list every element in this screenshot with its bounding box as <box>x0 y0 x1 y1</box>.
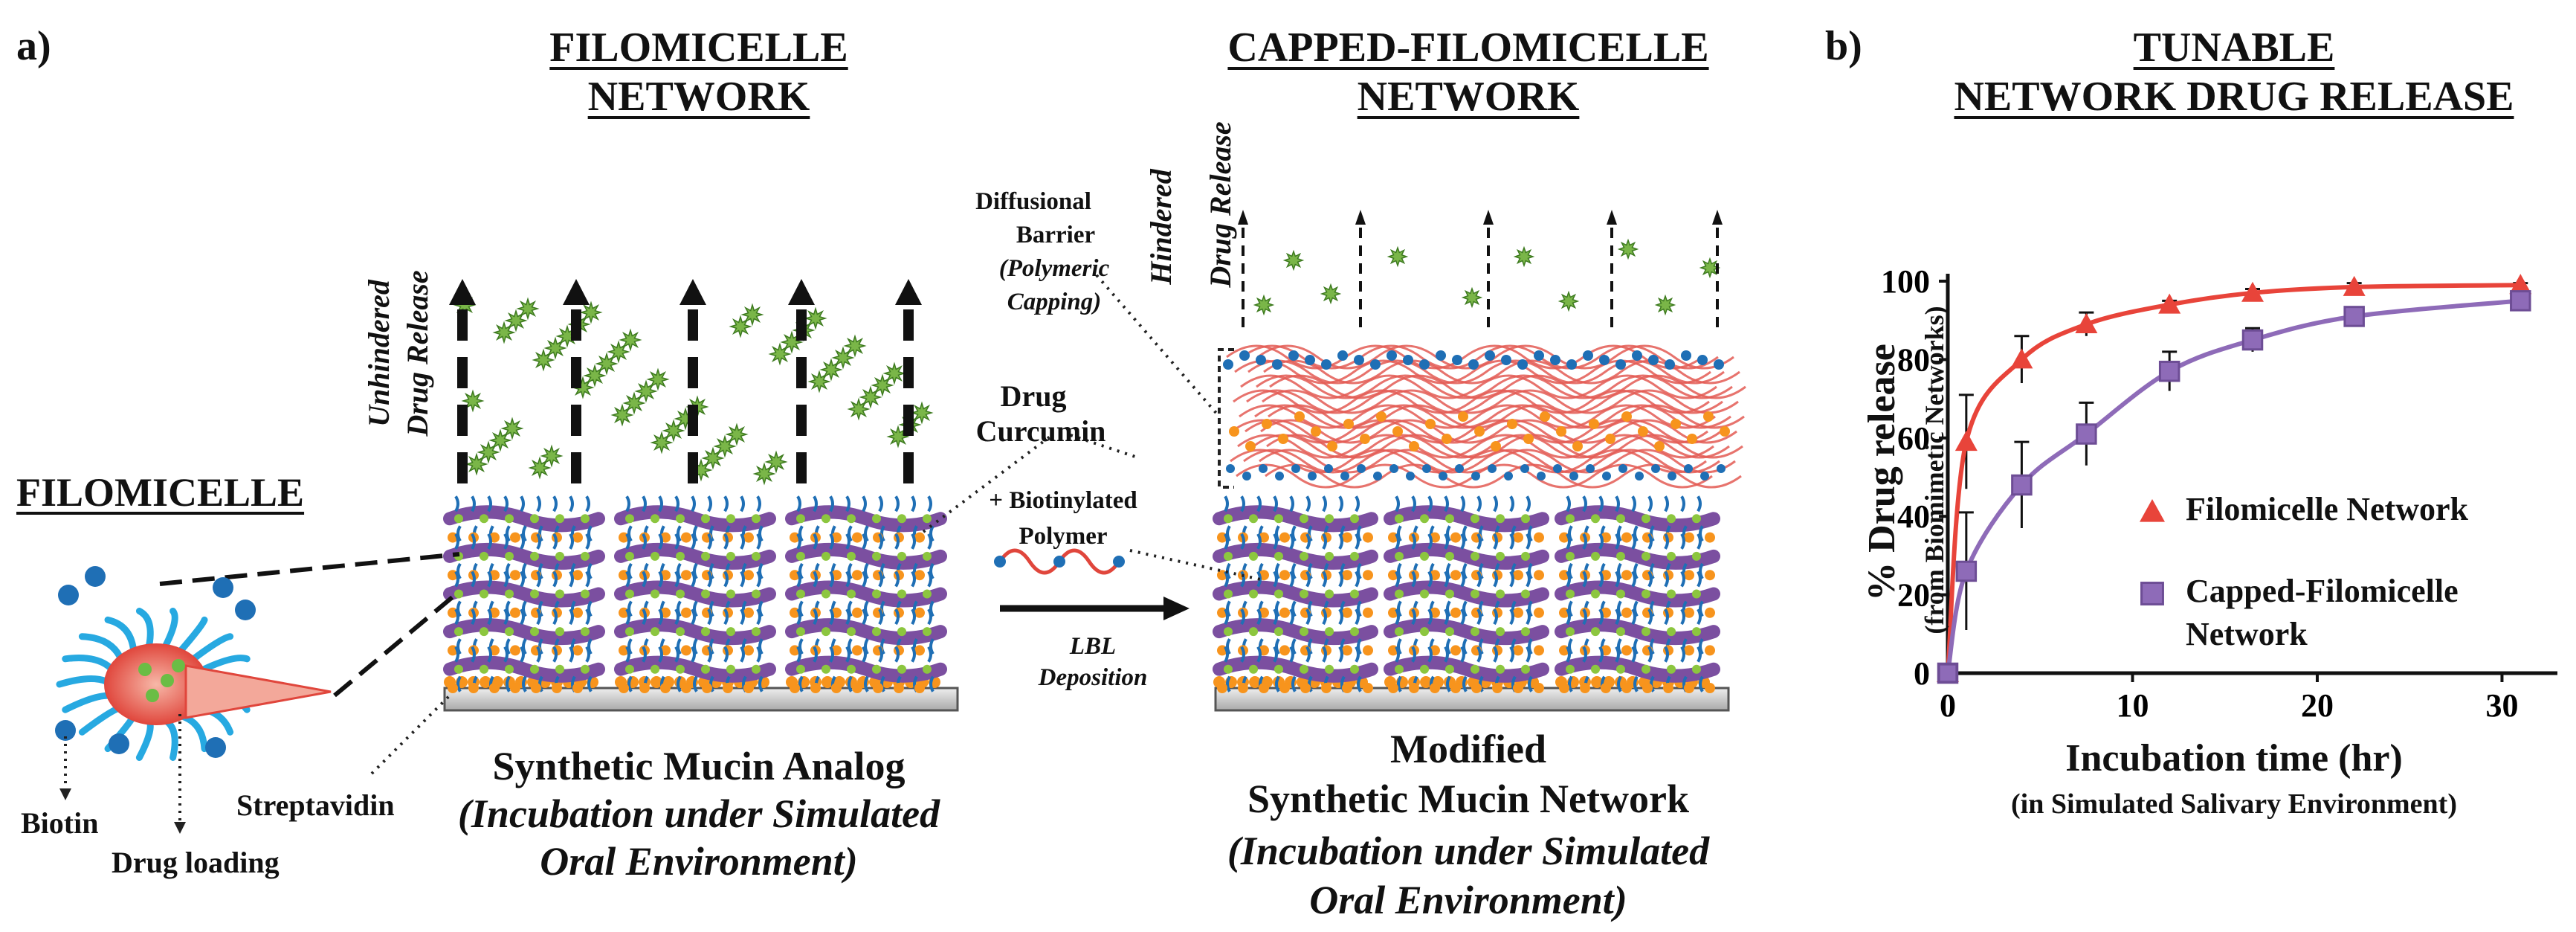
hindered-release-arrows <box>1238 210 1723 327</box>
data-point-series-0 <box>2241 281 2264 302</box>
barrier-label-4: Capping) <box>1007 289 1102 315</box>
chart-series <box>1937 274 2532 684</box>
capped-network-title-2: NETWORK <box>1357 74 1580 120</box>
data-point-series-1 <box>2011 474 2033 496</box>
polymeric-capping-layer <box>1223 344 1746 489</box>
lbl-arrow-head <box>1163 597 1189 620</box>
y-tick-label: 80 <box>1897 341 1930 378</box>
chart-title-2: NETWORK DRUG RELEASE <box>1954 74 2514 120</box>
data-point-series-1 <box>2343 306 2365 327</box>
zoom-line-top <box>159 552 460 586</box>
pointer-barrier <box>1095 274 1221 418</box>
lbl-label-1: LBL <box>1069 633 1117 660</box>
panel-b-label: b) <box>1825 23 1862 69</box>
filomicelle-network-layers <box>443 495 947 693</box>
y-axis-sublabel: (from Biomimetic Networks) <box>1920 306 1949 634</box>
data-point-series-1 <box>2510 290 2531 312</box>
data-point-origin <box>1937 663 1958 684</box>
y-tick-label: 20 <box>1897 577 1930 614</box>
biotin-label: Biotin <box>21 806 99 840</box>
modified-title-2: Synthetic Mucin Network <box>1247 777 1689 821</box>
drug-star-icons-right <box>1253 238 1721 316</box>
panel-a-label: a) <box>16 23 51 69</box>
biotinylated-label-1: + Biotinylated <box>989 487 1137 514</box>
unhindered-release-arrows <box>449 279 922 483</box>
data-point-series-0 <box>1954 431 1978 451</box>
analog-title: Synthetic Mucin Analog <box>492 744 906 788</box>
chart-axes: 0 10 20 30 0 20 40 60 80 100 <box>1881 263 2557 724</box>
barrier-label-3: (Polymeric <box>998 255 1110 282</box>
data-point-series-0 <box>2343 275 2366 296</box>
x-tick-label: 30 <box>2485 687 2518 724</box>
legend-marker-filomicelle <box>2140 499 2165 522</box>
data-point-series-0 <box>2075 312 2098 333</box>
filomicelle-network-title-1: FILOMICELLE <box>549 25 848 71</box>
x-axis-label: Incubation time (hr) <box>2065 737 2403 780</box>
modified-sub-2: Oral Environment) <box>1309 878 1627 922</box>
data-point-series-1 <box>2241 329 2264 351</box>
modified-sub-1: (Incubation under Simulated <box>1227 829 1710 873</box>
lbl-label-2: Deposition <box>1038 664 1148 691</box>
data-point-series-1 <box>1955 560 1978 582</box>
pointer-drug-right <box>1070 434 1138 459</box>
analog-sub-1: (Incubation under Simulated <box>457 791 940 836</box>
capped-network-layers <box>1213 495 1720 693</box>
legend-marker-capped <box>2140 582 2164 605</box>
modified-title-1: Modified <box>1390 727 1546 771</box>
pointer-biotin-head <box>59 788 71 800</box>
biotinylated-label-2: Polymer <box>1019 523 1108 550</box>
legend-capped-1: Capped-Filomicelle <box>2186 573 2459 609</box>
zoom-line-bottom <box>333 589 461 698</box>
data-point-series-1 <box>2076 423 2097 445</box>
chart-title-1: TUNABLE <box>2133 25 2335 71</box>
filomicelle-network-title-2: NETWORK <box>587 74 810 120</box>
y-tick-label: 100 <box>1881 263 1930 300</box>
barrier-label-2: Barrier <box>1016 222 1096 248</box>
drug-label-2: Curcumin <box>975 414 1106 448</box>
y-tick-label: 0 <box>1914 655 1930 692</box>
data-point-series-0 <box>2010 348 2033 369</box>
filomicelle-title: FILOMICELLE <box>16 470 305 515</box>
legend-capped-2: Network <box>2186 616 2308 652</box>
x-tick-label: 20 <box>2301 687 2334 724</box>
capped-network-title-1: CAPPED-FILOMICELLE <box>1227 25 1709 71</box>
legend-filomicelle: Filomicelle Network <box>2186 491 2468 527</box>
data-point-series-0 <box>2158 293 2181 314</box>
x-tick-label: 10 <box>2116 687 2149 724</box>
substrate-plate-left <box>443 687 959 712</box>
pointer-drug-loading-head <box>174 822 186 834</box>
y-tick-label: 40 <box>1897 498 1930 535</box>
analog-sub-2: Oral Environment) <box>540 839 858 884</box>
y-tick-label: 60 <box>1897 420 1930 457</box>
streptavidin-label: Streptavidin <box>236 788 395 822</box>
x-axis-sublabel: (in Simulated Salivary Environment) <box>2011 788 2457 820</box>
drug-label-1: Drug <box>1000 379 1067 413</box>
data-point-series-0 <box>2509 274 2532 295</box>
x-tick-label: 0 <box>1940 687 1956 724</box>
barrier-label-1: Diffusional <box>975 188 1091 215</box>
pointer-streptavidin <box>370 694 451 775</box>
drug-loading-label: Drug loading <box>112 846 280 879</box>
data-point-series-1 <box>2158 360 2180 382</box>
filomicelle-illustration <box>55 566 332 761</box>
substrate-plate-right <box>1214 687 1730 712</box>
y-axis-label: % Drug release <box>1861 344 1903 601</box>
capping-bracket <box>1218 348 1234 489</box>
